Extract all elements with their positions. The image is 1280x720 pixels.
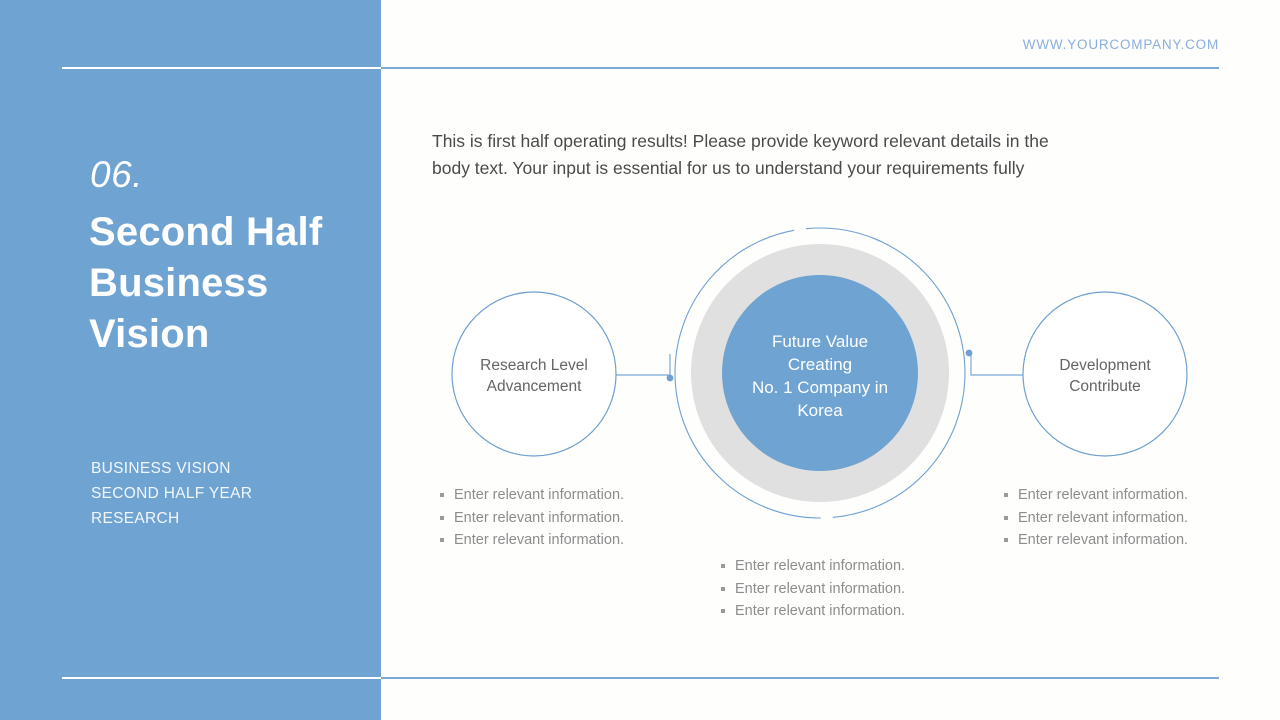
sidebar-subtitle-line-3: RESEARCH bbox=[91, 510, 180, 527]
left-node-label: Research Level Advancement bbox=[455, 355, 613, 397]
center-circle bbox=[722, 275, 918, 471]
sidebar-subtitle-line-2: SECOND HALF YEAR bbox=[91, 485, 253, 502]
sidebar-subtitle-line-1: BUSINESS VISION bbox=[91, 460, 231, 477]
list-item: Enter relevant information. bbox=[438, 484, 624, 507]
center-node-line-3: No. 1 Company in bbox=[751, 378, 889, 397]
slide-number: 06. bbox=[90, 154, 143, 195]
connector-dot-left bbox=[666, 374, 674, 382]
center-node-line-2: Creating bbox=[787, 355, 853, 374]
center-node-line-4: Korea bbox=[797, 401, 843, 420]
footer-divider-left bbox=[62, 677, 381, 679]
center-node-line-1: Future Value bbox=[771, 332, 869, 351]
venn-diagram bbox=[420, 210, 1220, 550]
list-item: Enter relevant information. bbox=[719, 600, 905, 623]
list-item: Enter relevant information. bbox=[1002, 507, 1188, 530]
list-item: Enter relevant information. bbox=[438, 529, 624, 552]
center-node-label: Future Value Creating No. 1 Company in K… bbox=[725, 330, 915, 422]
bullet-list-right: Enter relevant information. Enter releva… bbox=[1002, 484, 1188, 552]
lead-paragraph: This is first half operating results! Pl… bbox=[432, 131, 1049, 178]
gray-ring bbox=[691, 244, 949, 502]
right-node-label: Development Contribute bbox=[1026, 355, 1184, 397]
connector-right bbox=[970, 354, 1026, 376]
right-node-line-1: Development bbox=[1059, 357, 1151, 374]
sidebar-subtitle: BUSINESS VISION SECOND HALF YEAR RESEARC… bbox=[91, 456, 371, 531]
left-node-line-1: Research Level bbox=[480, 357, 588, 374]
list-item: Enter relevant information. bbox=[1002, 529, 1188, 552]
left-circle bbox=[451, 291, 617, 457]
bullet-list-center: Enter relevant information. Enter releva… bbox=[719, 555, 905, 623]
header-divider-right bbox=[381, 67, 1219, 69]
list-item: Enter relevant information. bbox=[719, 578, 905, 601]
company-url[interactable]: WWW.YOURCOMPANY.COM bbox=[1022, 37, 1219, 52]
diagram-svg bbox=[451, 227, 1188, 519]
outer-ring bbox=[674, 227, 966, 519]
bullet-list-left: Enter relevant information. Enter releva… bbox=[438, 484, 624, 552]
connector-left bbox=[616, 354, 671, 376]
page-title: Second Half Business Vision bbox=[89, 210, 323, 356]
footer-divider-right bbox=[381, 677, 1219, 679]
list-item: Enter relevant information. bbox=[719, 555, 905, 578]
header-divider-left bbox=[62, 67, 381, 69]
left-node-line-2: Advancement bbox=[486, 378, 582, 395]
right-node-line-2: Contribute bbox=[1069, 378, 1141, 395]
list-item: Enter relevant information. bbox=[438, 507, 624, 530]
list-item: Enter relevant information. bbox=[1002, 484, 1188, 507]
connector-dot-right bbox=[965, 349, 973, 357]
right-circle bbox=[1022, 291, 1188, 457]
sidebar-panel bbox=[0, 0, 381, 720]
